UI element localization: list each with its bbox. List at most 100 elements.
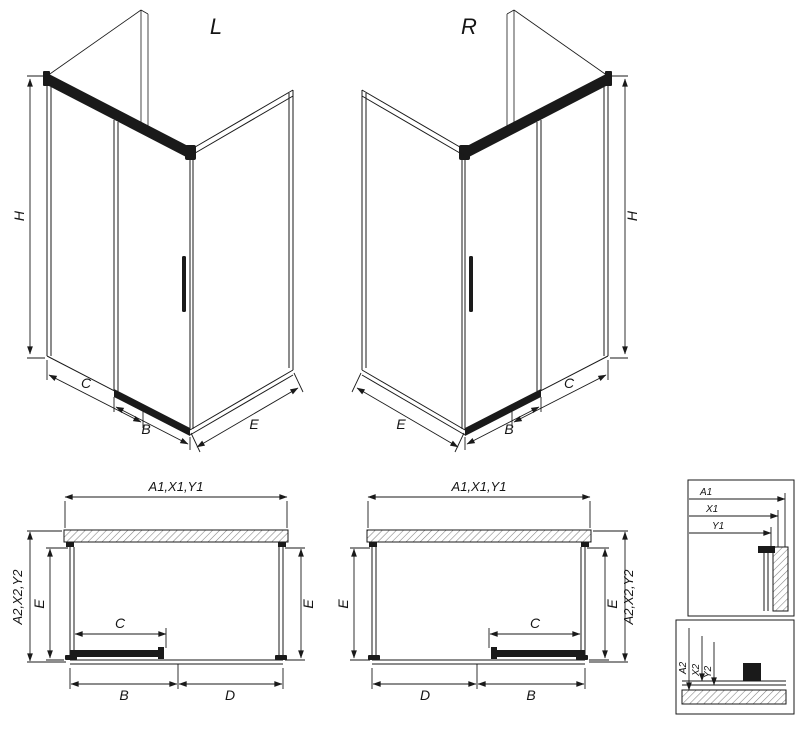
dimension-height: H [610, 75, 640, 359]
bottom-track [70, 659, 283, 665]
bottom-track [372, 659, 585, 665]
front-profile-bar [63, 529, 289, 543]
header-corner-bracket [459, 145, 470, 160]
right-glass-panel [580, 547, 586, 655]
width-dims-label: A1,X1,Y1 [148, 479, 204, 494]
left-glass-panel [371, 547, 377, 655]
dimension-side-depth: E [351, 372, 465, 453]
front-glass-panel [461, 76, 609, 431]
fixed-width-label: C [530, 615, 541, 631]
depth-right-label: E [604, 599, 620, 609]
depth-right-label: E [300, 599, 316, 609]
sliding-door-plan [70, 650, 160, 657]
door-profile-section [743, 663, 761, 681]
dimension-c: C [74, 615, 167, 648]
plan-view-left: A1,X1,Y1 A2,X2,Y2 [10, 479, 316, 703]
dimension-fixed-width: C [511, 360, 609, 428]
header-rail [465, 73, 608, 159]
variant-label-left: L [210, 14, 222, 39]
fixed-width-label: C [115, 615, 126, 631]
front-profile-bar [366, 529, 592, 543]
a2-label: A2 [678, 661, 689, 675]
height-label: H [624, 210, 640, 221]
sliding-door-edge [536, 120, 542, 392]
opening-width-label: D [420, 687, 430, 703]
depth-dims-label: A2,X2,Y2 [621, 569, 636, 626]
dimension-side-depth: E [190, 372, 304, 453]
iso-view-right: R [351, 9, 640, 453]
glass-section-lines [763, 553, 769, 611]
bar-left-cap [369, 542, 377, 547]
sliding-door-plan [495, 650, 585, 657]
x2-label: X2 [691, 663, 702, 677]
front-glass-panel [46, 76, 194, 431]
header-rail [47, 73, 190, 159]
opening-width-label: D [225, 687, 235, 703]
right-panel-foot [275, 655, 287, 660]
header-corner-bracket [185, 145, 196, 160]
dimension-door-width: B [113, 397, 191, 450]
right-glass-panel [278, 547, 284, 655]
dimension-door-width: B [464, 397, 542, 450]
x1-label: X1 [705, 504, 718, 515]
dimension-d: D [371, 664, 478, 703]
variant-label-right: R [461, 14, 477, 39]
dimension-e-right: E [587, 547, 620, 661]
left-glass-panel [69, 547, 75, 655]
header-rail-right-cap [605, 71, 612, 86]
height-label: H [11, 210, 27, 221]
depth-left-label: E [335, 599, 351, 609]
door-end-block [158, 647, 164, 659]
detail-frame [675, 619, 795, 715]
door-width-label: B [119, 687, 128, 703]
side-glass-panel [189, 89, 294, 436]
dimension-a1: A1,X1,Y1 [367, 479, 591, 528]
detail-bottom-profile: A2 X2 Y2 [675, 619, 795, 715]
back-wall-panel [506, 9, 609, 126]
dimension-fixed-width: C [46, 360, 144, 428]
detail-top-profile: A1 X1 Y1 [687, 479, 795, 617]
width-dims-label: A1,X1,Y1 [451, 479, 507, 494]
dimension-b: B [477, 668, 586, 703]
mount-bracket [758, 546, 775, 553]
dimension-c: C [488, 615, 581, 648]
plan-view-right: A1,X1,Y1 A2,X2,Y2 [335, 479, 636, 703]
sliding-door-edge [113, 120, 119, 392]
fixed-width-label: C [564, 375, 575, 391]
depth-dims-label: A2,X2,Y2 [10, 569, 25, 626]
header-rail-left-cap [43, 71, 50, 86]
track-section-lines [682, 680, 786, 686]
dimension-a1: A1,X1,Y1 [64, 479, 288, 528]
door-width-label: B [141, 421, 150, 437]
dimension-height: H [11, 75, 45, 359]
dimension-e-left: E [31, 547, 68, 661]
door-width-label: B [504, 421, 513, 437]
bar-left-cap [66, 542, 74, 547]
dimension-e-left: E [335, 547, 370, 661]
back-wall-panel [46, 9, 149, 126]
door-handle [469, 256, 473, 312]
door-end-block [491, 647, 497, 659]
bar-right-cap [278, 542, 286, 547]
detail-frame [687, 479, 795, 617]
dimension-e-right: E [285, 547, 316, 661]
door-bottom-rail [114, 389, 190, 436]
detail-dim-lines [686, 628, 717, 691]
y1-label: Y1 [712, 521, 724, 532]
dimension-b: B [69, 664, 179, 703]
a1-label: A1 [699, 487, 712, 498]
side-depth-label: E [396, 416, 406, 432]
bar-right-cap [581, 542, 589, 547]
door-width-label: B [526, 687, 535, 703]
detail-dim-lines [689, 493, 786, 547]
depth-left-label: E [31, 599, 47, 609]
iso-view-left: L [11, 9, 304, 453]
dimension-d: D [178, 668, 284, 703]
door-bottom-rail [465, 389, 541, 436]
dimension-a2: A2,X2,Y2 [589, 530, 636, 663]
y2-label: Y2 [703, 665, 714, 678]
side-depth-label: E [249, 416, 259, 432]
side-glass-panel [361, 89, 466, 436]
